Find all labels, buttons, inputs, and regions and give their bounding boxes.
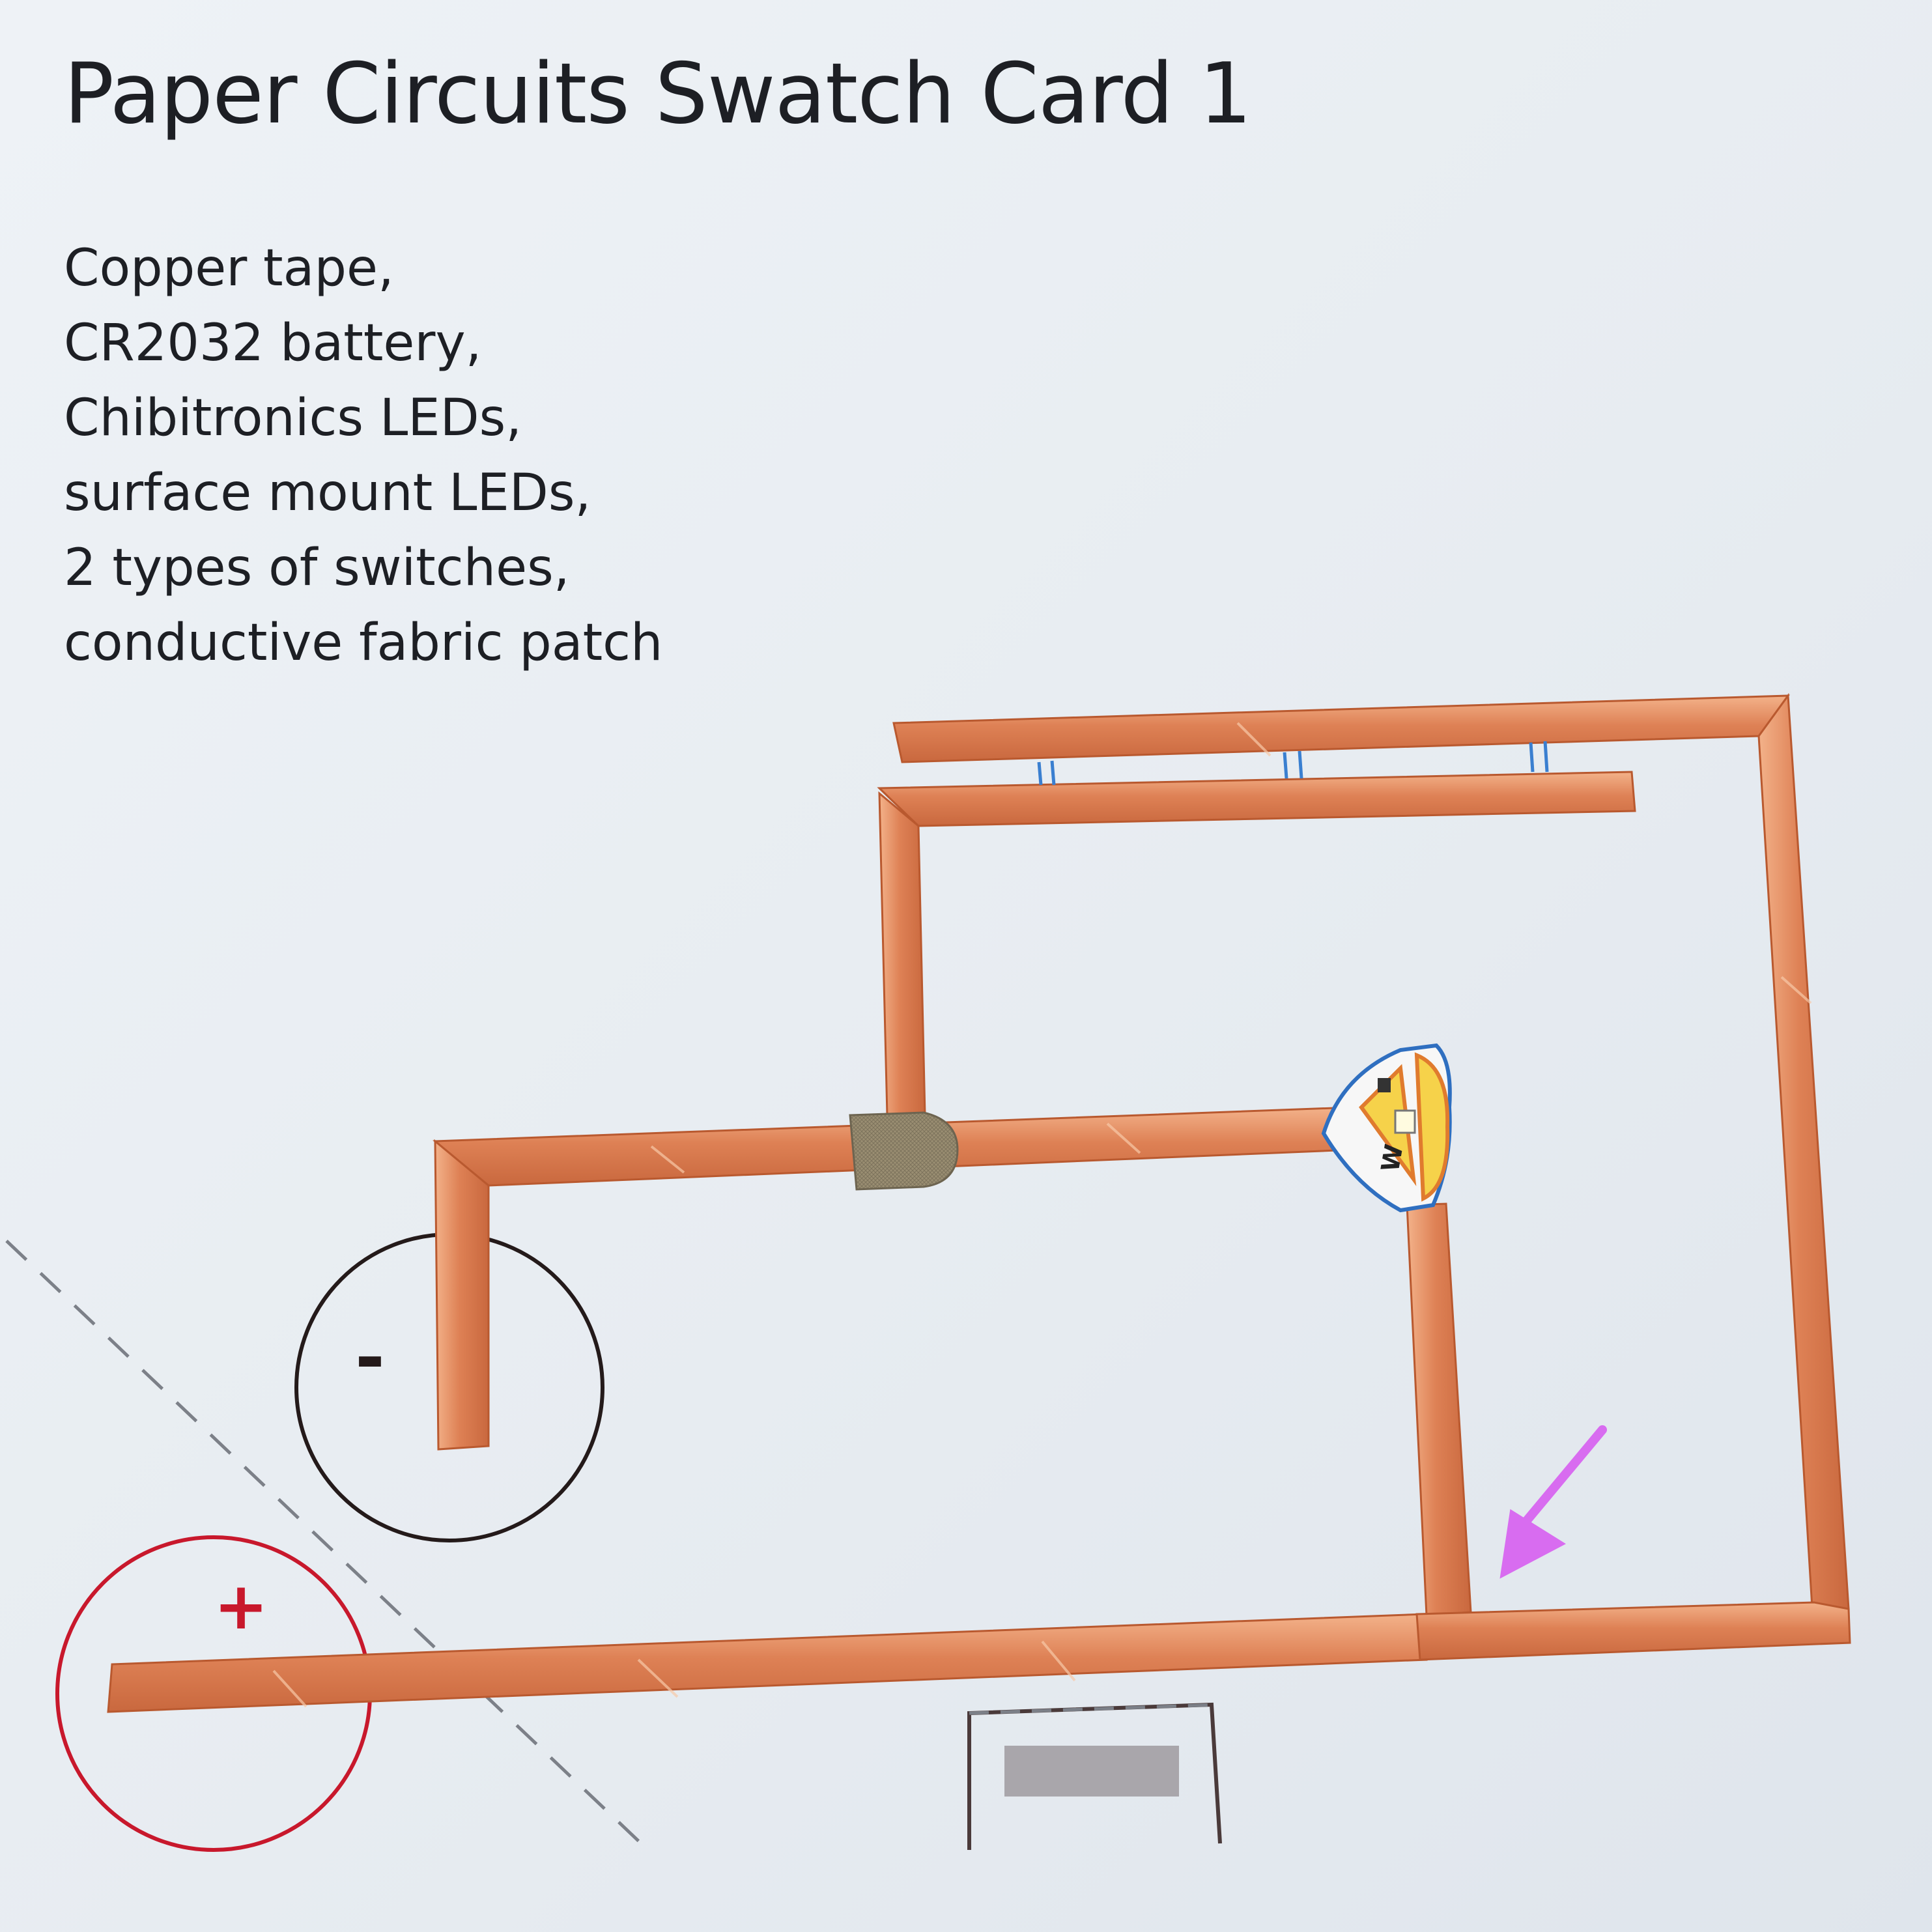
- fold-line: [5, 1240, 653, 1854]
- blue-marks: [1037, 741, 1549, 786]
- material-item: 2 types of switches,: [64, 539, 570, 597]
- arrow-icon: [1499, 1425, 1607, 1579]
- copper-tape-second: [877, 771, 1636, 827]
- material-item: surface mount LEDs,: [64, 464, 591, 522]
- material-item: Copper tape,: [64, 239, 394, 298]
- copper-highlights: [272, 722, 1812, 1708]
- switch-outline-icon: [967, 1702, 1222, 1850]
- copper-tape-left-vertical: [878, 791, 926, 1116]
- card-title: Paper Circuits Swatch Card 1: [64, 46, 1252, 143]
- led-marking: W: [1376, 1142, 1409, 1174]
- led-sticker-icon: W: [1321, 1043, 1452, 1213]
- copper-tape-traces: [107, 692, 1851, 1713]
- battery-positive-symbol: +: [214, 1568, 268, 1644]
- battery-negative-symbol: -: [355, 1316, 385, 1399]
- copper-tape-led-leg: [1406, 1202, 1472, 1617]
- material-item: conductive fabric patch: [64, 614, 663, 672]
- copper-tape-bottom-right: [1415, 1601, 1851, 1661]
- material-item: CR2032 battery,: [64, 314, 482, 373]
- copper-tape-bottom: [107, 1613, 1428, 1713]
- copper-tape-right-vertical: [1757, 692, 1850, 1610]
- copper-tape-negative-leg: [434, 1139, 490, 1451]
- materials-list: Copper tape, CR2032 battery, Chibitronic…: [64, 231, 662, 681]
- copper-tape-top: [892, 694, 1791, 763]
- material-item: Chibitronics LEDs,: [64, 389, 522, 447]
- fabric-patch-icon: [849, 1111, 959, 1191]
